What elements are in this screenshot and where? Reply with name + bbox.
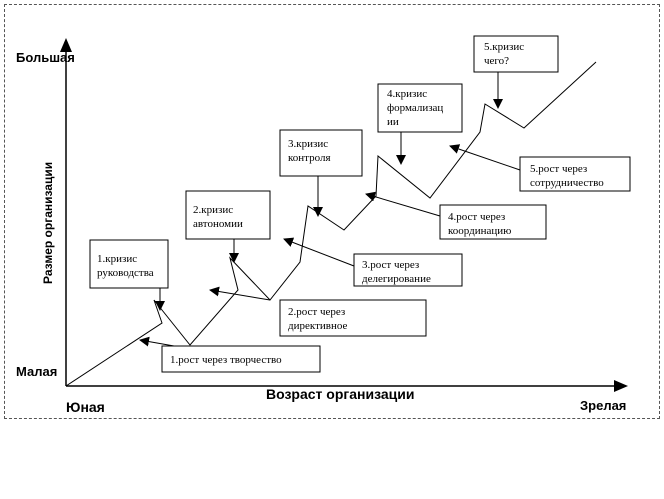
crisis-2-line-1: 2.кризис	[193, 204, 233, 216]
growth-5-line-2: сотрудничество	[530, 177, 604, 189]
growth-4-line-2: координацию	[448, 225, 511, 237]
growth-box-1: 1.рост через творчество	[161, 345, 321, 373]
growth-2-arrow	[209, 286, 271, 301]
growth-5-arrow	[449, 144, 521, 171]
crisis-1-line-2: руководства	[97, 267, 154, 279]
growth-1-arrow	[139, 336, 175, 347]
growth-box-3: 3.рост через делегирование	[353, 253, 463, 287]
growth-box-5: 5.рост через сотрудничество	[519, 156, 631, 192]
growth-3-line-1: 3.рост через	[362, 259, 419, 271]
crisis-box-1: 1.кризис руководства	[89, 239, 169, 289]
crisis-3-line-2: контроля	[288, 152, 331, 164]
growth-2-line-1: 2.рост через	[288, 306, 345, 318]
crisis-4-line-2: формализац	[387, 102, 443, 114]
x-axis-arrowhead	[614, 380, 628, 392]
crisis-box-5: 5.кризис чего?	[473, 35, 559, 73]
crisis-box-3: 3.кризис контроля	[279, 129, 363, 177]
crisis-box-4: 4.кризис формализац ии	[377, 83, 463, 133]
crisis-5-line-2: чего?	[484, 55, 509, 67]
growth-5-line-1: 5.рост через	[530, 163, 587, 175]
crisis-5-line-1: 5.кризис	[484, 41, 524, 53]
crisis-2-line-2: автономии	[193, 218, 243, 230]
x-axis-left-label: Юная	[66, 399, 105, 415]
crisis-4-line-1: 4.кризис	[387, 88, 427, 100]
growth-3-arrow	[283, 237, 355, 267]
growth-3-line-2: делегирование	[362, 273, 431, 285]
y-axis-bottom-label: Малая	[16, 364, 57, 379]
growth-box-2: 2.рост через директивное	[279, 299, 427, 337]
crisis-4-line-3: ии	[387, 116, 399, 128]
crisis-box-2: 2.кризис автономии	[185, 190, 271, 240]
y-axis-top-label: Большая	[16, 50, 75, 65]
growth-line	[65, 61, 597, 387]
growth-4-arrow	[365, 191, 441, 217]
growth-1-line-1: 1.рост через творчество	[170, 354, 282, 366]
y-axis-title: Размер организации	[41, 162, 55, 284]
x-axis-title: Возраст организации	[266, 386, 414, 402]
crisis-3-line-1: 3.кризис	[288, 138, 328, 150]
diagram-frame	[4, 4, 660, 419]
crisis-1-line-1: 1.кризис	[97, 253, 137, 265]
x-axis-right-label: Зрелая	[580, 398, 626, 413]
growth-box-4: 4.рост через координацию	[439, 204, 547, 240]
growth-4-line-1: 4.рост через	[448, 211, 505, 223]
y-axis-arrowhead	[60, 38, 72, 52]
growth-2-line-2: директивное	[288, 320, 347, 332]
